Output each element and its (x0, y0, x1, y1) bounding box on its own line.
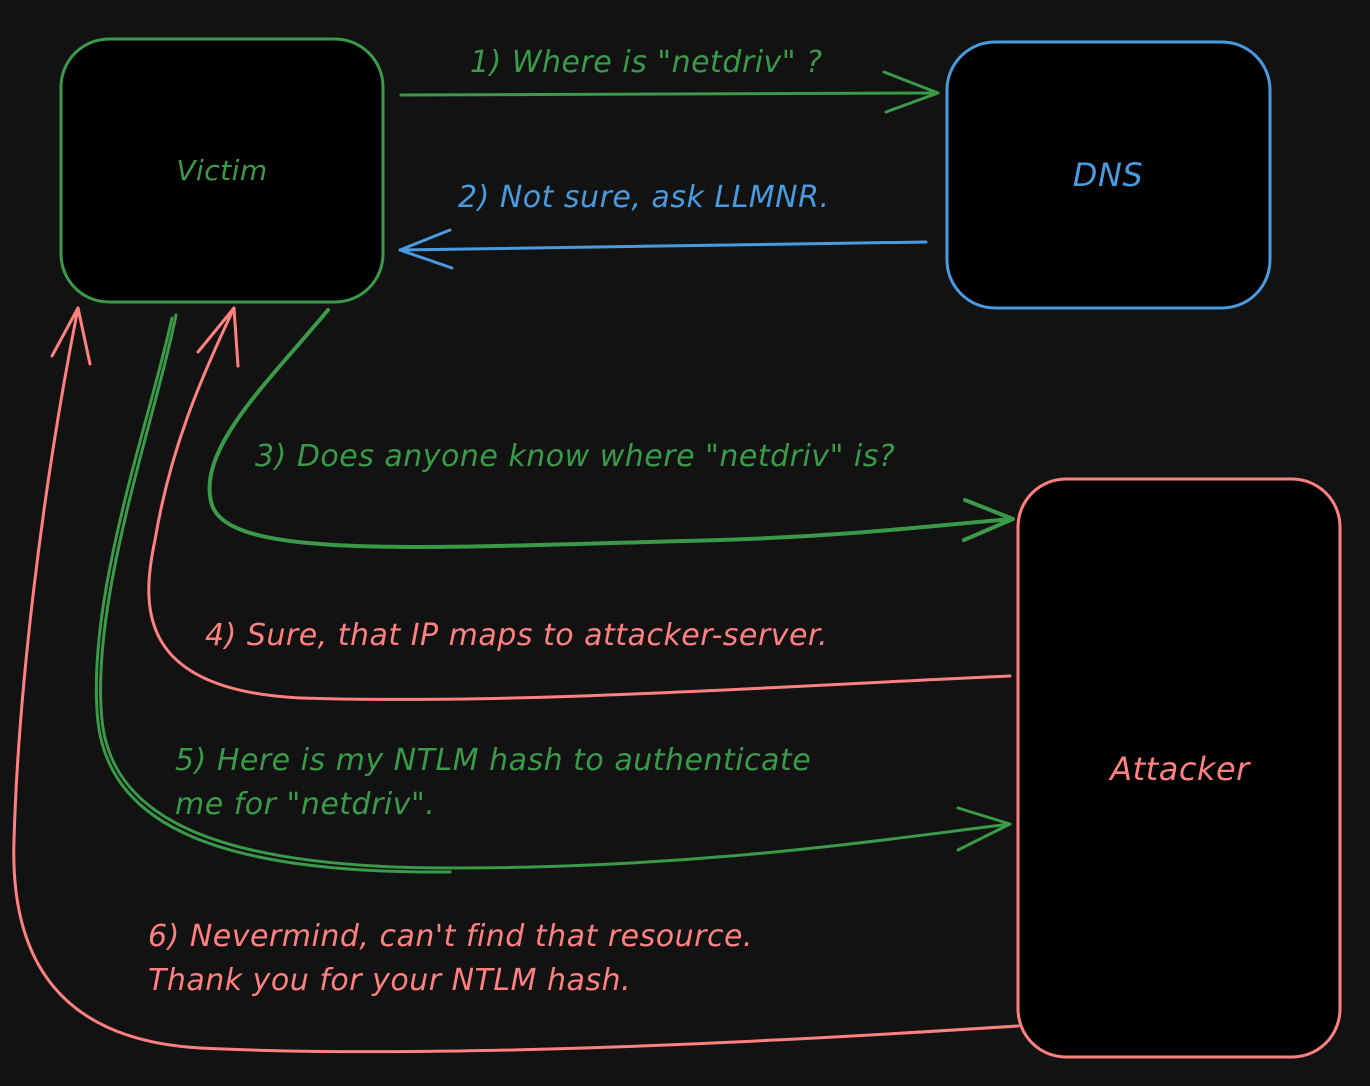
arrow-3-victim-to-attacker (207, 308, 1015, 549)
arrow-5-shaft-sketch (94, 316, 452, 874)
message-1: 1) Where is "netdriv" ? (470, 45, 823, 80)
arrow-1-victim-to-dns (399, 70, 940, 114)
victim-box (59, 37, 385, 304)
attacker-node: Attacker (1016, 477, 1342, 1059)
arrow-3-head (962, 498, 1015, 542)
arrow-5-victim-to-attacker (94, 313, 1012, 874)
arrow-4-attacker-to-victim (147, 306, 1012, 701)
arrow-5-head (956, 806, 1012, 852)
arrow-4-head (196, 306, 240, 368)
victim-label: Victim (176, 154, 267, 187)
arrow-5-shaft (99, 313, 1012, 870)
attacker-box (1016, 477, 1342, 1059)
arrow-4-shaft (147, 306, 1012, 701)
arrow-2-head (398, 228, 454, 270)
message-6-line-2: Thank you for your NTLM hash. (148, 963, 631, 998)
message-5-line-1: 5) Here is my NTLM hash to authenticate (175, 743, 811, 778)
message-6-line-1: 6) Nevermind, can't find that resource. (148, 919, 753, 954)
message-5-line-2: me for "netdriv". (175, 787, 435, 822)
arrow-2-dns-to-victim (398, 228, 928, 270)
message-2: 2) Not sure, ask LLMNR. (458, 180, 830, 215)
arrow-6-shaft (12, 306, 1020, 1054)
dns-box (945, 40, 1272, 310)
message-4: 4) Sure, that IP maps to attacker-server… (205, 618, 828, 653)
arrow-6-head (50, 306, 92, 366)
victim-node: Victim (59, 37, 385, 304)
arrow-3-shaft (207, 308, 1014, 549)
message-3: 3) Does anyone know where "netdriv" is? (255, 439, 895, 474)
attacker-label: Attacker (1108, 750, 1251, 788)
arrow-1-shaft (399, 91, 940, 97)
arrow-6-attacker-to-victim (12, 306, 1020, 1054)
dns-node: DNS (945, 40, 1272, 310)
arrow-1-head (882, 70, 940, 114)
arrow-2-shaft (398, 240, 928, 252)
dns-label: DNS (1073, 156, 1143, 194)
